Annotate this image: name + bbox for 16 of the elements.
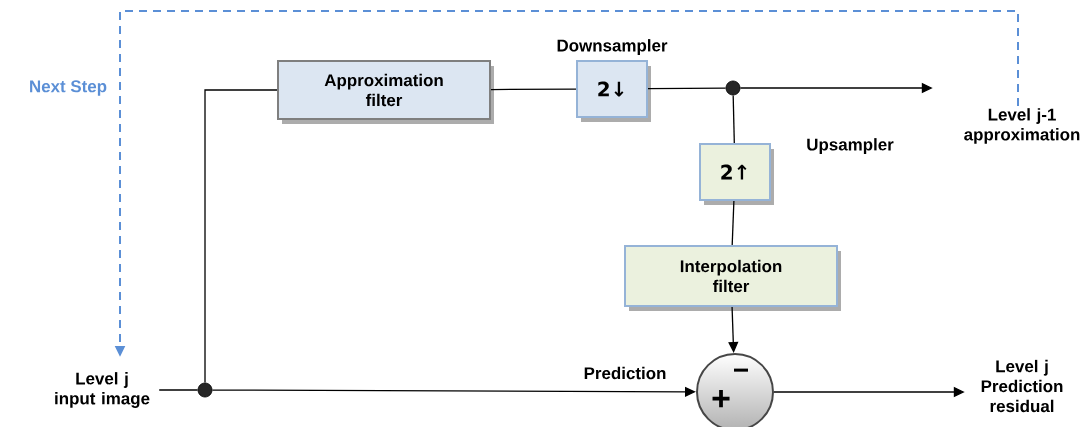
process-box: Interpolation filter <box>624 245 841 311</box>
junction-dot <box>725 80 741 96</box>
process-box: 2↓ <box>576 60 651 122</box>
edge-label: Next Step <box>27 79 109 97</box>
node-label: Level j input image <box>55 372 150 408</box>
summing-junction: − + <box>696 353 774 427</box>
block-label: Upsampler <box>807 138 894 154</box>
block-label: Downsampler <box>557 39 668 55</box>
edge-label: Prediction <box>582 365 668 381</box>
arrow <box>728 306 739 353</box>
node-label: Level j Prediction residual <box>981 359 1063 413</box>
arrow <box>211 386 696 397</box>
junction-dot <box>197 382 213 398</box>
node-label: Level j-1 approximation <box>964 108 1080 144</box>
process-box: Approximation filter <box>277 60 494 124</box>
process-box: 2↑ <box>699 143 774 205</box>
